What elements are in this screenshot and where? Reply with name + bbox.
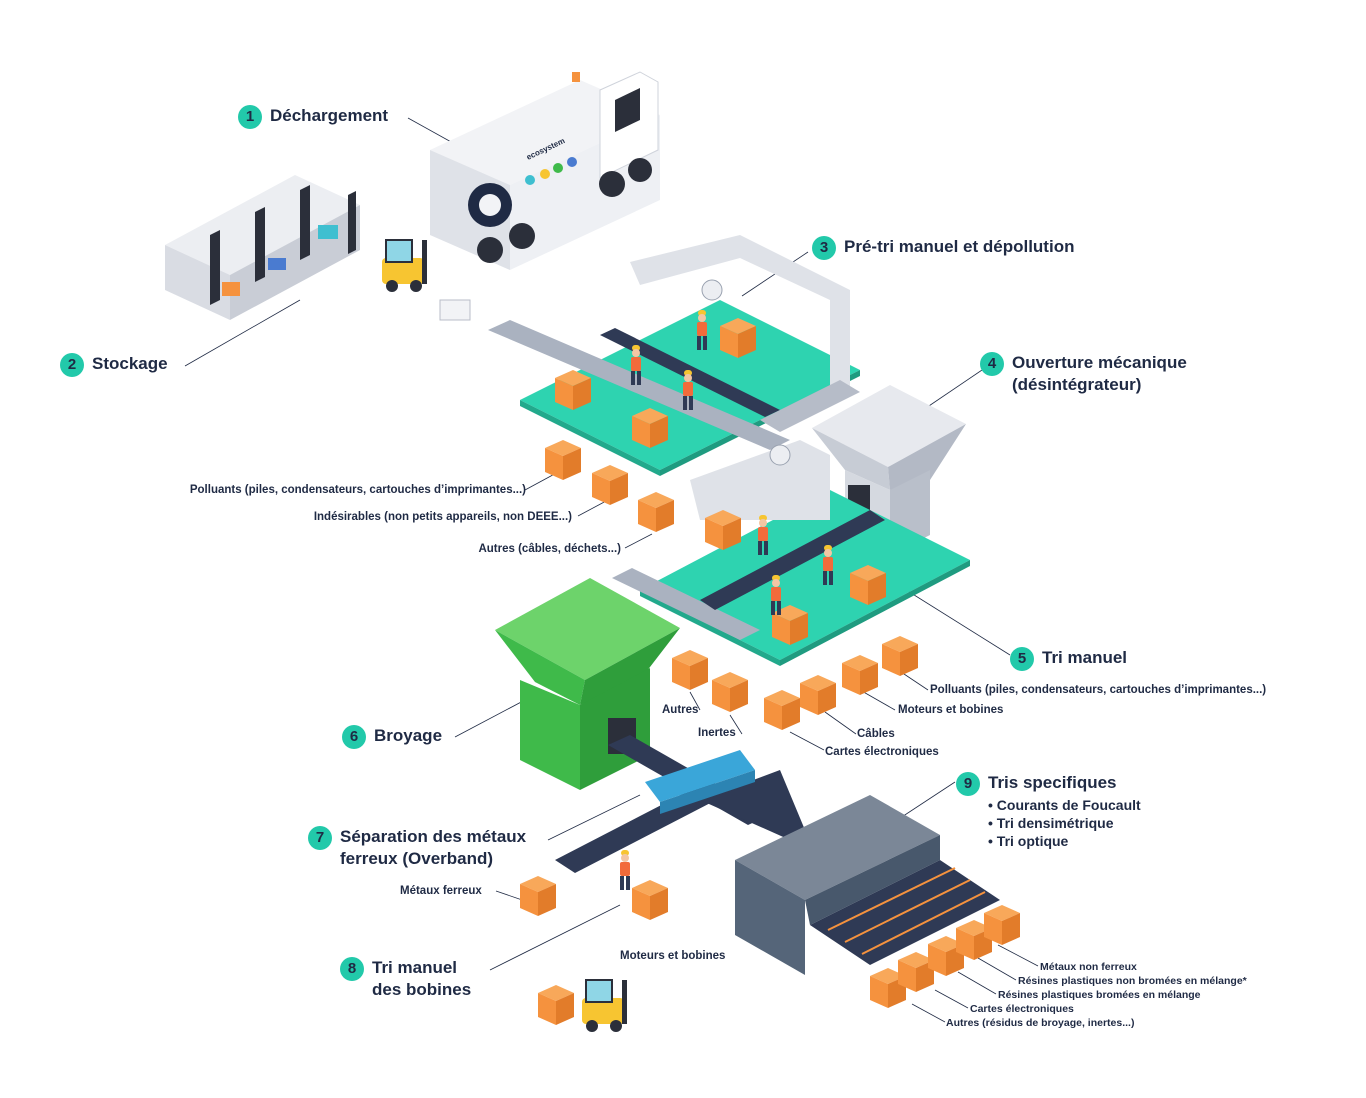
step-number: 6 bbox=[342, 725, 366, 749]
step-2: 2 Stockage bbox=[60, 353, 168, 377]
step-number: 7 bbox=[308, 826, 332, 850]
step-title: Tri manuel bbox=[1042, 648, 1128, 667]
step-number: 1 bbox=[238, 105, 262, 129]
step-number: 4 bbox=[980, 352, 1004, 376]
forklift-icon bbox=[381, 239, 428, 293]
step-9-bullet: • Courants de Foucault bbox=[988, 797, 1141, 813]
step-number: 3 bbox=[812, 236, 836, 260]
step-title: Séparation des métaux bbox=[340, 827, 527, 846]
step-5: 5 Tri manuel bbox=[1010, 647, 1127, 671]
label-tri-polluants: Polluants (piles, condensateurs, cartouc… bbox=[930, 684, 1267, 696]
label-tri-autres: Autres bbox=[662, 704, 699, 716]
label-moteurs-bobines: Moteurs et bobines bbox=[620, 950, 726, 962]
step-title: Tri manuel bbox=[372, 958, 458, 977]
step-title: Broyage bbox=[374, 726, 443, 745]
step-number: 9 bbox=[956, 772, 980, 796]
step-title-line-2: des bobines bbox=[372, 980, 472, 999]
step-number: 2 bbox=[60, 353, 84, 377]
step-title-line-2: ferreux (Overband) bbox=[340, 849, 494, 868]
label-pretri-autres: Autres (câbles, déchets...) bbox=[478, 543, 621, 555]
label-cartes-electroniques: Cartes électroniques bbox=[970, 1003, 1074, 1015]
storage-room-icon bbox=[165, 175, 360, 320]
label-autres-residus: Autres (résidus de broyage, inertes...) bbox=[946, 1017, 1135, 1029]
step-title: Ouverture mécanique bbox=[1012, 353, 1187, 372]
label-tri-inertes: Inertes bbox=[698, 727, 736, 739]
truck-icon: ecosystem bbox=[430, 71, 660, 270]
step-8: 8 Tri manuel des bobines bbox=[340, 957, 471, 1001]
sorting-machine-icon bbox=[735, 795, 1000, 975]
step-title: Tris specifiques bbox=[988, 773, 1117, 792]
step-9: 9 Tris specifiques • Courants de Foucaul… bbox=[956, 772, 1141, 850]
step-number: 5 bbox=[1010, 647, 1034, 671]
step-9-bullet: • Tri densimétrique bbox=[988, 815, 1114, 831]
step-3: 3 Pré-tri manuel et dépollution bbox=[812, 236, 1074, 260]
step-1: 1 Déchargement bbox=[238, 105, 388, 129]
label-metaux-non-ferreux: Métaux non ferreux bbox=[1040, 961, 1137, 973]
step-title: Stockage bbox=[92, 354, 168, 373]
label-tri-cables: Câbles bbox=[857, 728, 895, 740]
overband-magnet-icon bbox=[645, 750, 755, 814]
label-metaux-ferreux: Métaux ferreux bbox=[400, 885, 482, 897]
step-title: Pré-tri manuel et dépollution bbox=[844, 237, 1075, 256]
label-resines-bromees: Résines plastiques bromées en mélange bbox=[998, 989, 1201, 1001]
step-title-line-2: (désintégrateur) bbox=[1012, 375, 1142, 394]
step-6: 6 Broyage bbox=[342, 725, 442, 749]
step-title: Déchargement bbox=[270, 106, 389, 125]
label-tri-cartes: Cartes électroniques bbox=[825, 746, 939, 758]
tri-manuel-platform bbox=[612, 440, 970, 666]
label-resines-non-bromees: Résines plastiques non bromées en mélang… bbox=[1018, 975, 1247, 987]
step-number: 8 bbox=[340, 957, 364, 981]
pretri-platform bbox=[488, 235, 860, 476]
step-4: 4 Ouverture mécanique (désintégrateur) bbox=[980, 352, 1187, 396]
label-tri-moteurs: Moteurs et bobines bbox=[898, 704, 1004, 716]
label-pretri-polluants: Polluants (piles, condensateurs, cartouc… bbox=[189, 484, 526, 496]
step-9-bullet: • Tri optique bbox=[988, 833, 1069, 849]
label-pretri-indesirables: Indésirables (non petits appareils, non … bbox=[313, 511, 572, 523]
step-7: 7 Séparation des métaux ferreux (Overban… bbox=[308, 826, 526, 870]
